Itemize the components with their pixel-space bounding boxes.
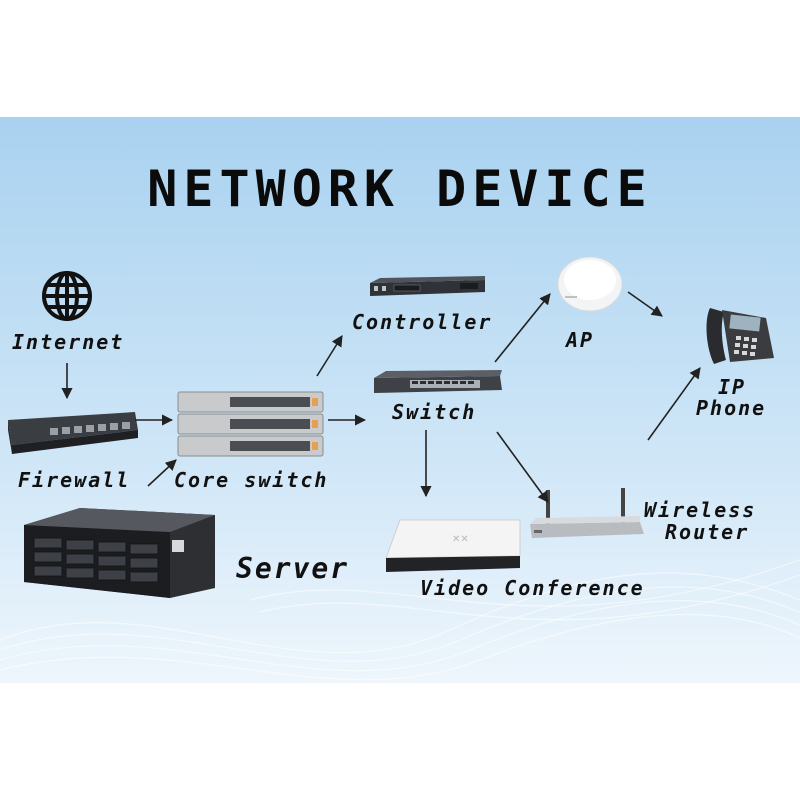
globe-icon bbox=[42, 271, 92, 321]
label-router: Router bbox=[665, 520, 750, 544]
label-controller: Controller bbox=[352, 310, 493, 334]
svg-text:✕✕: ✕✕ bbox=[452, 534, 469, 545]
arrow-server-to-core bbox=[147, 459, 177, 487]
controller-device bbox=[370, 276, 485, 296]
arrow-core-to-controller bbox=[316, 335, 343, 377]
label-core-switch: Core switch bbox=[174, 468, 329, 492]
label-server: Server bbox=[236, 552, 350, 585]
wireless-router-device bbox=[530, 488, 644, 538]
label-switch: Switch bbox=[392, 400, 477, 424]
switch-device bbox=[374, 370, 502, 393]
arrow-ap-to-phone bbox=[627, 291, 663, 317]
label-internet: Internet bbox=[12, 330, 125, 354]
diagram-title: NETWORK DEVICE bbox=[147, 160, 653, 218]
arrow-router-to-phone bbox=[647, 367, 701, 441]
label-phone: Phone bbox=[696, 396, 767, 420]
video-conference-device: ✕✕ bbox=[385, 519, 521, 572]
wave-decoration bbox=[0, 559, 800, 681]
server-device bbox=[24, 508, 215, 598]
core-switch-device bbox=[177, 391, 324, 457]
ip-phone-device bbox=[706, 308, 774, 364]
label-video-conference: Video Conference bbox=[420, 576, 645, 600]
arrow-switch-to-router bbox=[496, 431, 549, 503]
access-point-device bbox=[557, 256, 623, 312]
arrows bbox=[61, 291, 701, 503]
label-ip: IP bbox=[718, 375, 747, 399]
label-firewall: Firewall bbox=[18, 468, 131, 492]
label-ap: AP bbox=[566, 328, 595, 352]
label-wireless: Wireless bbox=[644, 498, 757, 522]
arrow-switch-to-ap bbox=[494, 293, 551, 363]
firewall-device bbox=[8, 412, 138, 454]
